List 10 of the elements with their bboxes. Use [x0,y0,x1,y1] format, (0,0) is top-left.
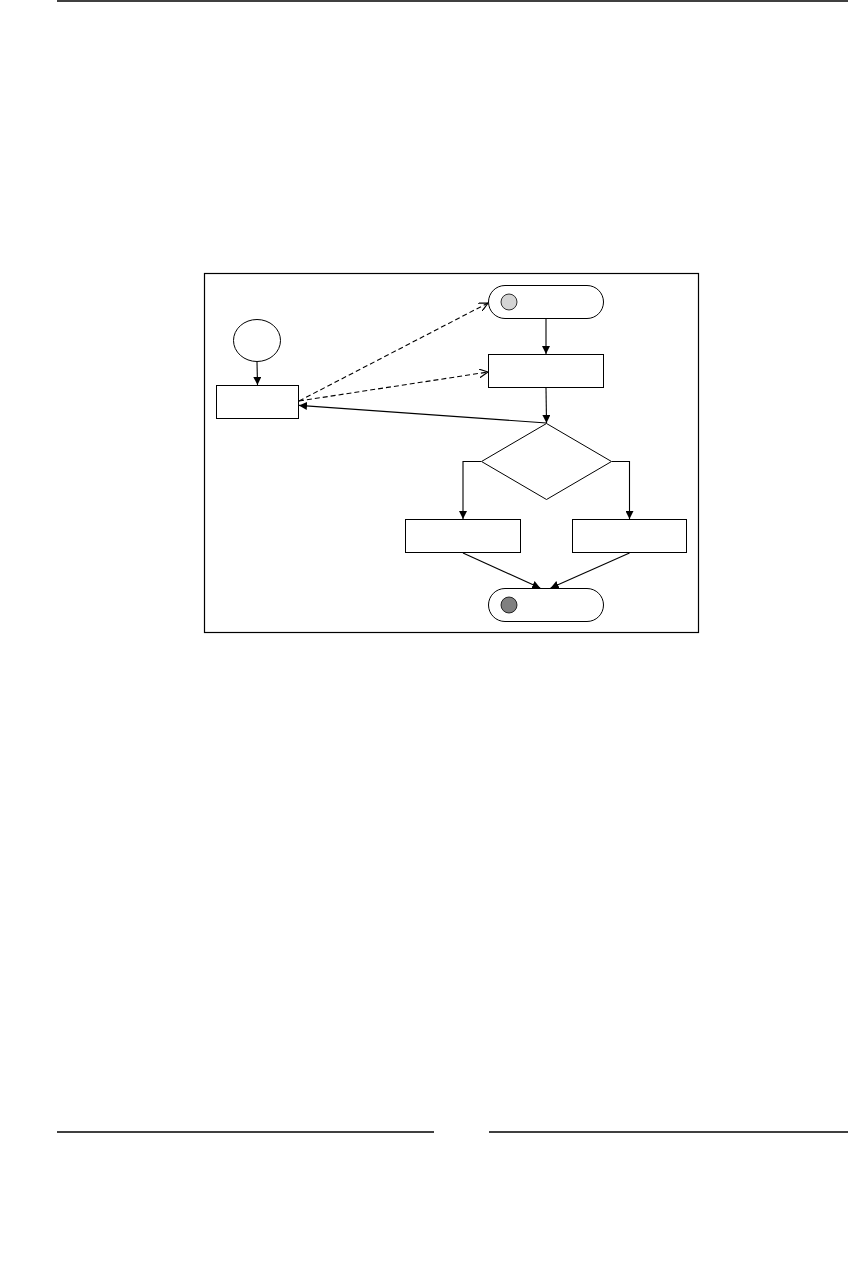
arrow [298,368,489,402]
arrow [550,552,631,589]
arrow [298,402,548,424]
arrow [542,387,551,424]
arrow [611,460,634,520]
arrow [298,302,489,402]
arrow [542,318,550,355]
arrow [459,460,482,520]
arrow [253,361,262,386]
arrow [462,552,541,589]
